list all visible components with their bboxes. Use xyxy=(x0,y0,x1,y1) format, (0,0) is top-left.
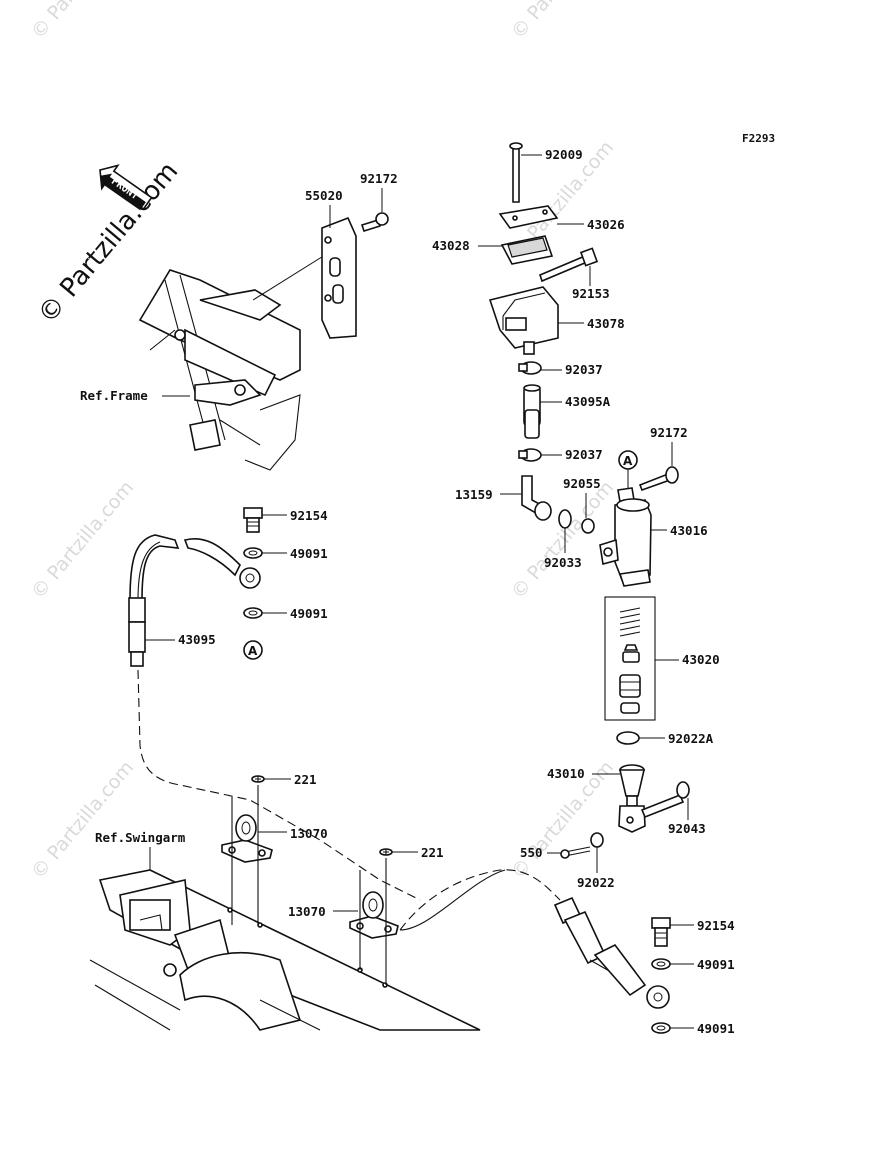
watermark: © Partzilla.com xyxy=(507,0,618,43)
part-49091-label: 49091 xyxy=(290,546,328,561)
screw-92009 xyxy=(509,142,523,203)
part-43026-label: 43026 xyxy=(587,217,625,232)
part-43078-label: 43078 xyxy=(587,316,625,331)
part-92037-label: 92037 xyxy=(565,362,603,377)
part-43020-label: 43020 xyxy=(682,652,720,667)
clamp-13070 xyxy=(349,858,399,985)
elbow-13159 xyxy=(521,475,552,521)
o-ring-92033 xyxy=(558,509,572,529)
guard-55020 xyxy=(321,216,357,339)
part-92154-label: 92154 xyxy=(697,918,735,933)
bolt-92172 xyxy=(360,212,389,232)
swingarm-illustration xyxy=(89,869,481,1031)
washer-49091 xyxy=(243,547,263,559)
cap-43026 xyxy=(498,205,559,229)
callout-marker-a: A xyxy=(243,640,263,660)
washer-92022 xyxy=(590,832,604,848)
master-cylinder-43016 xyxy=(599,487,652,587)
part-49091-label: 49091 xyxy=(697,957,735,972)
pin-92043 xyxy=(640,781,690,819)
part-92037-label: 92037 xyxy=(565,447,603,462)
diaphragm-43028 xyxy=(500,235,554,265)
hose-43095A xyxy=(523,384,541,439)
part-13070-label: 13070 xyxy=(288,904,326,919)
part-49091-label: 49091 xyxy=(697,1021,735,1036)
callout-marker-a: A xyxy=(618,450,638,470)
part-92154-label: 92154 xyxy=(290,508,328,523)
part-43028-label: 43028 xyxy=(432,238,470,253)
part-92153-label: 92153 xyxy=(572,286,610,301)
banjo-bolt-92154 xyxy=(243,507,263,533)
banjo-bolt-92154 xyxy=(651,917,671,947)
reservoir-43078 xyxy=(488,286,559,355)
part-221-label: 221 xyxy=(421,845,444,860)
brake-hose-43095 xyxy=(128,534,261,667)
push-rod-43010 xyxy=(618,764,646,833)
part-92055-label: 92055 xyxy=(563,476,601,491)
cotter-pin-550 xyxy=(560,846,591,859)
part-49091-label: 49091 xyxy=(290,606,328,621)
part-221-label: 221 xyxy=(294,772,317,787)
hose-routing-line xyxy=(137,669,421,901)
part-550-label: 550 xyxy=(520,845,543,860)
hose-routing-line xyxy=(399,869,506,931)
bolt-92172-body xyxy=(638,466,679,492)
part-92022-label: 92022 xyxy=(577,875,615,890)
watermark: © Partzilla.com xyxy=(27,757,138,883)
part-92172-label: 92172 xyxy=(650,425,688,440)
hose-routing-line xyxy=(399,869,561,931)
circlip-92022A xyxy=(616,731,640,745)
piston-kit-43020 xyxy=(604,596,656,721)
ref-frame-label: Ref.Frame xyxy=(80,388,148,403)
callout-letter: A xyxy=(248,644,258,658)
part-43010-label: 43010 xyxy=(547,766,585,781)
part-92009-label: 92009 xyxy=(545,147,583,162)
frame-illustration xyxy=(138,254,326,471)
washer-49091 xyxy=(651,958,671,970)
clamp-92037 xyxy=(518,361,542,375)
part-92172-label: 92172 xyxy=(360,171,398,186)
part-43016-label: 43016 xyxy=(670,523,708,538)
part-43095A-label: 43095A xyxy=(565,394,611,409)
clamp-92037 xyxy=(518,448,542,462)
part-43095-label: 43095 xyxy=(178,632,216,647)
screw-221 xyxy=(251,775,265,783)
watermark: © Partzilla.com xyxy=(27,0,138,43)
circlip-92055 xyxy=(581,518,595,534)
ref-swingarm-label: Ref.Swingarm xyxy=(95,830,186,845)
part-92043-label: 92043 xyxy=(668,821,706,836)
brake-hose-lower-end xyxy=(553,896,670,1009)
screw-221 xyxy=(379,848,393,856)
front-arrow-icon: FRONT xyxy=(99,164,153,211)
clamp-13070 xyxy=(221,785,273,925)
part-13070-label: 13070 xyxy=(290,826,328,841)
figure-code: F2293 xyxy=(742,132,775,145)
part-92033-label: 92033 xyxy=(544,555,582,570)
part-13159-label: 13159 xyxy=(455,487,493,502)
bolt-92153 xyxy=(539,247,599,283)
washer-49091 xyxy=(651,1022,671,1034)
washer-49091 xyxy=(243,607,263,619)
part-55020-label: 55020 xyxy=(305,188,343,203)
callout-letter: A xyxy=(623,454,633,468)
watermarks: © Partzilla.com © Partzilla.com © Partzi… xyxy=(27,0,618,883)
part-92022A-label: 92022A xyxy=(668,731,714,746)
watermark: © Partzilla.com xyxy=(27,477,138,603)
